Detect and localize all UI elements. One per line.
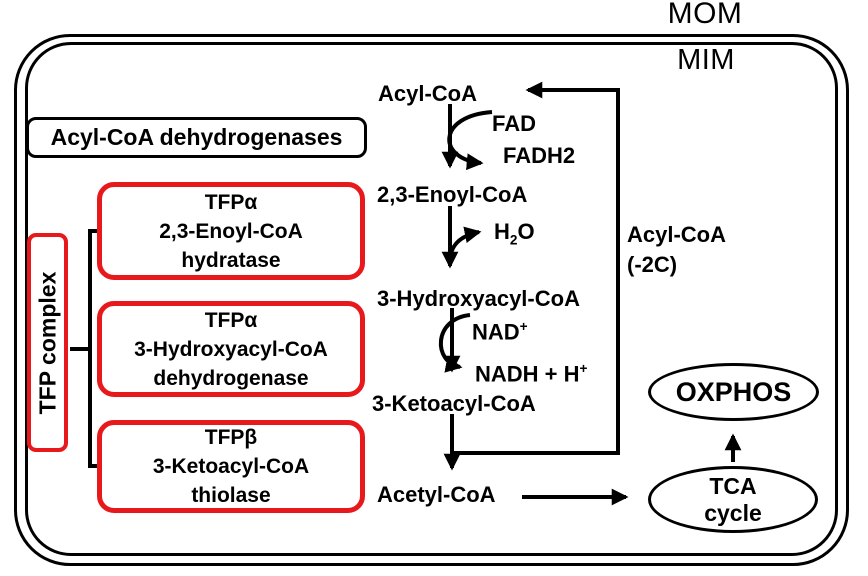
tfp-enzyme-line: 3-Hydroxyacyl-CoA bbox=[134, 337, 328, 361]
recycle-label-line1: Acyl-CoA bbox=[627, 222, 727, 247]
cofactor-nadh: NADH + H+ bbox=[475, 361, 588, 387]
tfp-enzyme-line: 3-Ketoacyl-CoA bbox=[152, 455, 310, 478]
tca-label-line1: TCA bbox=[709, 472, 757, 499]
tfp-enzyme-line: thiolase bbox=[191, 484, 271, 507]
arrow-nad-to-nadh-curve bbox=[438, 313, 471, 373]
tca-label-line2: cycle bbox=[704, 499, 762, 526]
tfp-complex-box: TFP complex bbox=[27, 233, 68, 452]
recycle-label: Acyl-CoA (-2C) bbox=[627, 220, 726, 280]
tfp-box-hydratase: TFPα 2,3-Enoyl-CoA hydratase bbox=[97, 182, 365, 280]
tfp-enzyme-line: 2,3-Enoyl-CoA bbox=[159, 219, 303, 243]
cofactor-fadh2: FADH2 bbox=[503, 143, 576, 168]
acyl-coa-dehydrogenases-box: Acyl-CoA dehydrogenases bbox=[26, 117, 367, 158]
tfp-subunit-label: TFPα bbox=[204, 308, 258, 332]
arrow-h2o-in-curve bbox=[448, 226, 482, 263]
tfp-complex-label: TFP complex bbox=[34, 271, 60, 414]
tfp-enzyme-line: hydratase bbox=[181, 248, 281, 272]
recycle-label-line2: (-2C) bbox=[627, 252, 678, 277]
inner-membrane-boundary bbox=[25, 42, 838, 556]
mim-label: MIM bbox=[677, 44, 735, 76]
cofactor-h2o: H2O bbox=[494, 219, 535, 248]
tfp-box-dehydrogenase: TFPα 3-Hydroxyacyl-CoA dehydrogenase bbox=[97, 301, 365, 397]
outer-membrane-boundary bbox=[14, 34, 849, 566]
tfp-subunit-label: TFPβ bbox=[204, 426, 258, 449]
arrow-fad-to-fadh2-curve bbox=[447, 110, 493, 171]
tfp-enzyme-line: dehydrogenase bbox=[153, 366, 309, 390]
metabolite-hydroxyacyl-coa: 3-Hydroxyacyl-CoA bbox=[377, 286, 580, 311]
tfp-box-thiolase: TFPβ 3-Ketoacyl-CoA thiolase bbox=[97, 420, 365, 513]
cofactor-fad: FAD bbox=[492, 111, 536, 136]
tfp-subunit-label: TFPα bbox=[204, 190, 258, 214]
mom-label: MOM bbox=[667, 0, 743, 30]
oxphos-label: OXPHOS bbox=[675, 376, 792, 407]
tca-cycle-ellipse: TCA cycle bbox=[648, 466, 818, 533]
oxphos-ellipse: OXPHOS bbox=[648, 363, 819, 421]
cofactor-nad: NAD+ bbox=[472, 319, 528, 345]
metabolite-acyl-coa: Acyl-CoA bbox=[378, 81, 478, 106]
acyl-coa-dehydrogenases-label: Acyl-CoA dehydrogenases bbox=[50, 124, 343, 150]
metabolite-ketoacyl-coa: 3-Ketoacyl-CoA bbox=[372, 391, 536, 416]
metabolite-acetyl-coa: Acetyl-CoA bbox=[377, 482, 496, 507]
metabolite-enoyl-coa: 2,3-Enoyl-CoA bbox=[377, 182, 528, 207]
arrow-recycle-loop bbox=[452, 81, 620, 455]
